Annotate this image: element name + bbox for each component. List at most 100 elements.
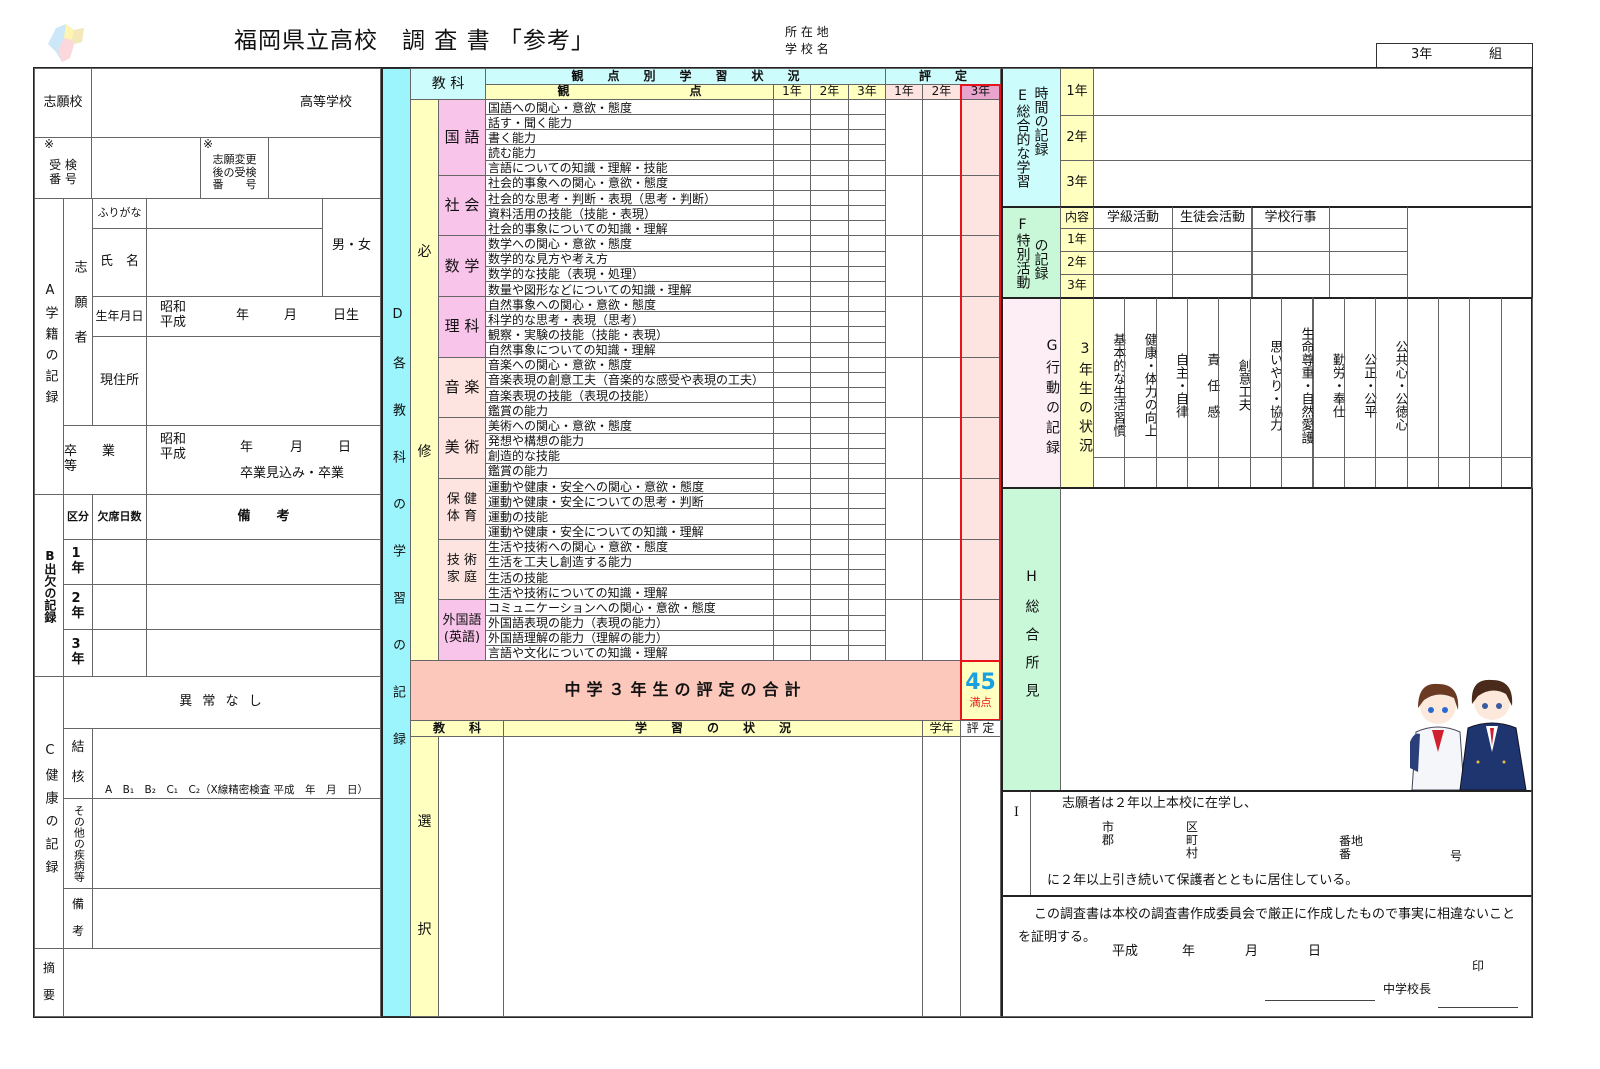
elective-year-field[interactable] xyxy=(922,736,961,1017)
f-activity-field[interactable] xyxy=(1172,228,1253,252)
status-cell[interactable] xyxy=(773,462,811,480)
exam-number-field[interactable] xyxy=(91,137,201,199)
status-cell[interactable] xyxy=(848,584,886,601)
status-cell[interactable] xyxy=(810,417,849,434)
tuberculosis-options[interactable]: A B₁ B₂ C₁ C₂（X線精密検査 平成 年 月 日） xyxy=(92,728,381,799)
integrated-study-field[interactable] xyxy=(1093,68,1532,116)
f-activity-field[interactable] xyxy=(1093,251,1173,275)
remarks-field[interactable] xyxy=(146,629,381,677)
status-cell[interactable] xyxy=(848,553,886,571)
f-activity-field[interactable] xyxy=(1329,251,1408,275)
status-cell[interactable] xyxy=(848,265,886,282)
status-cell[interactable] xyxy=(848,174,886,191)
status-cell[interactable] xyxy=(810,99,849,116)
school-choice-field[interactable]: 高等学校 xyxy=(91,68,381,138)
status-cell[interactable] xyxy=(773,402,811,419)
behavior-mark-cell[interactable] xyxy=(1437,457,1471,488)
status-cell[interactable] xyxy=(810,629,849,646)
status-cell[interactable] xyxy=(773,387,811,404)
status-cell[interactable] xyxy=(810,644,849,661)
f-activity-field[interactable] xyxy=(1329,228,1408,252)
status-cell[interactable] xyxy=(773,508,811,525)
status-cell[interactable] xyxy=(810,265,849,282)
status-cell[interactable] xyxy=(810,402,849,419)
status-cell[interactable] xyxy=(848,129,886,146)
status-cell[interactable] xyxy=(810,311,849,328)
status-cell[interactable] xyxy=(810,462,849,480)
status-cell[interactable] xyxy=(773,311,811,328)
eval-cell-year3[interactable] xyxy=(960,174,1001,237)
status-cell[interactable] xyxy=(773,599,811,616)
status-cell[interactable] xyxy=(848,432,886,449)
status-cell[interactable] xyxy=(848,189,886,207)
status-cell[interactable] xyxy=(810,523,849,540)
eval-cell-year2[interactable] xyxy=(922,356,961,419)
behavior-mark-cell[interactable] xyxy=(1281,457,1314,488)
status-cell[interactable] xyxy=(773,478,811,495)
status-cell[interactable] xyxy=(848,144,886,161)
eval-cell-year1[interactable] xyxy=(885,356,923,419)
status-cell[interactable] xyxy=(810,614,849,631)
status-cell[interactable] xyxy=(773,174,811,191)
status-cell[interactable] xyxy=(848,508,886,525)
f-activity-field[interactable] xyxy=(1251,274,1330,298)
status-cell[interactable] xyxy=(773,326,811,343)
status-cell[interactable] xyxy=(848,341,886,358)
eval-cell-year1[interactable] xyxy=(885,417,923,480)
status-cell[interactable] xyxy=(810,584,849,601)
status-cell[interactable] xyxy=(848,296,886,313)
status-cell[interactable] xyxy=(773,159,811,176)
eval-cell-year2[interactable] xyxy=(922,235,961,298)
status-cell[interactable] xyxy=(773,296,811,313)
eval-cell-year3[interactable] xyxy=(960,599,1001,661)
f-activity-field[interactable] xyxy=(1093,274,1173,298)
status-cell[interactable] xyxy=(810,296,849,313)
eval-cell-year3[interactable] xyxy=(960,99,1001,176)
status-cell[interactable] xyxy=(848,99,886,116)
behavior-mark-cell[interactable] xyxy=(1187,457,1220,488)
other-disease-field[interactable] xyxy=(92,798,381,889)
status-cell[interactable] xyxy=(773,584,811,601)
status-cell[interactable] xyxy=(810,220,849,237)
remarks-field[interactable] xyxy=(146,539,381,585)
status-cell[interactable] xyxy=(810,144,849,161)
status-cell[interactable] xyxy=(773,417,811,434)
status-cell[interactable] xyxy=(773,205,811,222)
status-cell[interactable] xyxy=(848,387,886,404)
behavior-mark-cell[interactable] xyxy=(1343,457,1377,488)
behavior-mark-cell[interactable] xyxy=(1500,457,1533,488)
status-cell[interactable] xyxy=(848,402,886,419)
eval-cell-year1[interactable] xyxy=(885,538,923,601)
status-cell[interactable] xyxy=(848,326,886,343)
status-cell[interactable] xyxy=(848,356,886,373)
elective-eval-field[interactable] xyxy=(960,736,1001,1017)
eval-cell-year2[interactable] xyxy=(922,599,961,661)
remarks-field[interactable] xyxy=(146,584,381,630)
status-cell[interactable] xyxy=(773,220,811,237)
status-cell[interactable] xyxy=(773,447,811,464)
status-cell[interactable] xyxy=(848,538,886,555)
status-cell[interactable] xyxy=(848,447,886,464)
status-cell[interactable] xyxy=(773,523,811,540)
health-remarks-field[interactable] xyxy=(92,888,381,949)
status-cell[interactable] xyxy=(773,553,811,571)
status-cell[interactable] xyxy=(810,478,849,495)
status-cell[interactable] xyxy=(773,538,811,555)
status-cell[interactable] xyxy=(773,341,811,358)
status-cell[interactable] xyxy=(773,250,811,267)
principal-name-line[interactable] xyxy=(1438,1007,1518,1008)
status-cell[interactable] xyxy=(848,523,886,540)
status-cell[interactable] xyxy=(773,629,811,646)
class-box[interactable]: 3年 組 xyxy=(1376,43,1533,68)
behavior-mark-cell[interactable] xyxy=(1218,457,1251,488)
status-cell[interactable] xyxy=(810,280,849,298)
changed-exam-number-field[interactable] xyxy=(268,137,381,199)
status-cell[interactable] xyxy=(810,189,849,207)
status-cell[interactable] xyxy=(810,447,849,464)
status-cell[interactable] xyxy=(810,129,849,146)
eval-cell-year1[interactable] xyxy=(885,478,923,540)
status-cell[interactable] xyxy=(810,387,849,404)
absence-field[interactable] xyxy=(92,629,147,677)
eval-cell-year2[interactable] xyxy=(922,478,961,540)
behavior-mark-cell[interactable] xyxy=(1093,457,1126,488)
